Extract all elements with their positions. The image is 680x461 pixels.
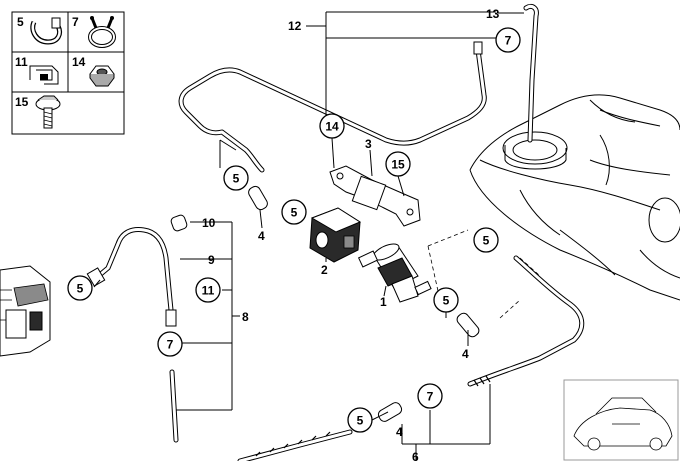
- hex-nut-icon: [89, 65, 115, 87]
- legend-label-15: 15: [15, 95, 29, 109]
- label-part-9: 9: [208, 253, 215, 267]
- vehicle-thumbnail: [563, 379, 679, 461]
- fuel-line-lower: [237, 255, 585, 461]
- label-part-4b: 4: [462, 347, 469, 361]
- spring-band-clamp-icon: [88, 16, 116, 48]
- hose-line-filter: [456, 312, 480, 338]
- callout-7-bottom: 7: [417, 383, 443, 409]
- callout-7-left: 7: [157, 331, 183, 357]
- callout-5-filter: 5: [433, 287, 459, 313]
- legend-label-7: 7: [72, 15, 79, 29]
- fuel-line-upper: [178, 41, 487, 173]
- fuel-line-left: [86, 227, 179, 443]
- svg-text:5: 5: [443, 294, 450, 308]
- part-labels: 13 12 3 4 2 1 10 9 8 4 4 6: [202, 7, 500, 461]
- svg-text:15: 15: [391, 158, 405, 172]
- svg-text:5: 5: [233, 172, 240, 186]
- svg-text:5: 5: [291, 206, 298, 220]
- fuel-tank-outline: [469, 94, 680, 301]
- svg-text:7: 7: [505, 34, 512, 48]
- callout-15: 15: [385, 151, 411, 177]
- label-part-6: 6: [412, 450, 419, 461]
- leader-lines: [93, 11, 541, 461]
- bracket: [329, 165, 421, 227]
- legend-box: 5 7 11 14 15: [11, 11, 125, 135]
- callout-5-pump: 5: [281, 199, 307, 225]
- hose-lower: [377, 402, 403, 422]
- label-part-4c: 4: [396, 425, 403, 439]
- callout-5-bottom: 5: [347, 407, 373, 433]
- svg-text:5: 5: [77, 282, 84, 296]
- svg-text:5: 5: [357, 414, 364, 428]
- label-part-13: 13: [486, 7, 500, 21]
- callout-5-bracket: 5: [223, 165, 249, 191]
- label-part-10: 10: [202, 216, 216, 230]
- label-part-1: 1: [380, 295, 387, 309]
- hose-clip-icon: [29, 65, 59, 85]
- callout-11: 11: [195, 277, 221, 303]
- svg-text:7: 7: [167, 338, 174, 352]
- legend-label-5: 5: [17, 15, 24, 29]
- pump-holder: [309, 207, 362, 263]
- legend-label-11: 11: [15, 55, 28, 69]
- label-part-2: 2: [321, 263, 328, 277]
- label-part-4a: 4: [258, 229, 265, 243]
- svg-text:14: 14: [325, 120, 339, 134]
- fuel-pump: [357, 243, 432, 303]
- fuel-pickup-pipe: [523, 3, 539, 143]
- callout-circles: 7 14 15 5 5 5 5 11: [67, 27, 521, 433]
- callout-5-heater: 5: [67, 275, 93, 301]
- legend-label-14: 14: [72, 55, 86, 69]
- hose-fuel-pump: [248, 185, 268, 211]
- callout-5-right: 5: [473, 227, 499, 253]
- hose-clamp-icon: [30, 17, 63, 45]
- callout-14: 14: [319, 113, 345, 139]
- callout-7-top: 7: [495, 27, 521, 53]
- label-part-8: 8: [242, 310, 249, 324]
- svg-text:11: 11: [202, 284, 215, 298]
- collar-screw-icon: [35, 95, 61, 129]
- svg-text:7: 7: [427, 390, 434, 404]
- label-part-3: 3: [365, 137, 372, 151]
- label-part-12: 12: [288, 19, 302, 33]
- rubber-sleeve: [170, 214, 188, 232]
- svg-text:5: 5: [483, 234, 490, 248]
- auxiliary-heater: [0, 265, 51, 357]
